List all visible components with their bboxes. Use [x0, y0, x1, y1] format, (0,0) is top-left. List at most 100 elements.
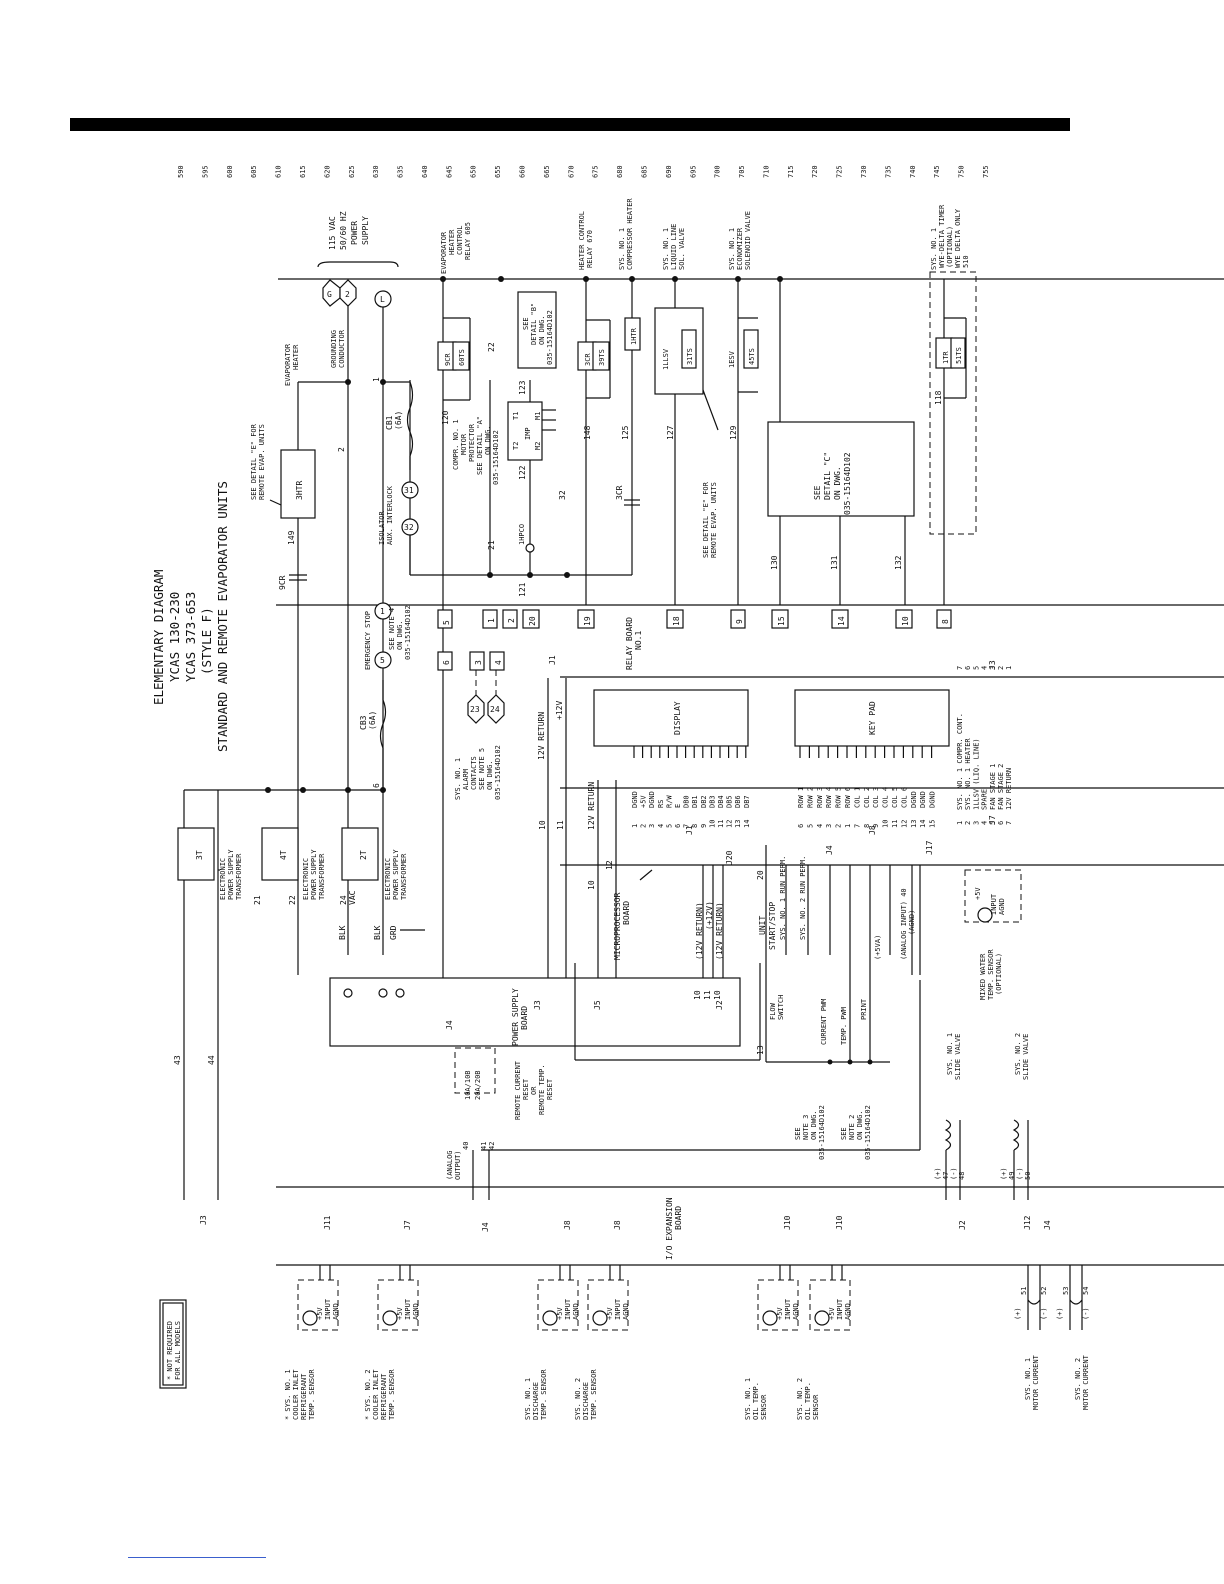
sensor-label: REFRIGERANT [300, 1373, 308, 1420]
alarm-label-6: 035-15164D102 [494, 745, 502, 800]
mc2-pin-4: 54 [1082, 1287, 1090, 1295]
transformer-4t-label-3: TRANSFORMER [318, 853, 326, 900]
sensor-pin-label: AGND [844, 1303, 852, 1320]
transformer-2t-voltage-2: VAC [348, 890, 357, 905]
display-pin-number: 10 [708, 820, 716, 828]
line-number: 590 [177, 165, 185, 178]
keypad-pin-number: 3 [825, 824, 833, 828]
transformer-4t-label-1: ELECTRONIC [302, 858, 310, 900]
cc-llsv-aux: 31TS [686, 348, 694, 365]
keypad-pin-label: COL 1 [853, 787, 861, 808]
sensor-label: SYS. NO. 2 [574, 1378, 582, 1420]
wire-44: 44 [207, 1055, 216, 1065]
relay-term-3: 3 [474, 660, 483, 665]
sv1-pin-3: (-) [950, 1167, 958, 1180]
io-board-label-1: I/O EXPANSION [665, 1197, 674, 1260]
sensor-pin-label: +5V [776, 1307, 784, 1320]
note3-2: NOTE 3 [802, 1115, 810, 1140]
alarm-terminal-23: 23 [470, 705, 480, 714]
j7-pin-label: FAN STAGE 2 [997, 764, 1005, 810]
j7-pin-label: 1LLSV (LIQ. LINE) [972, 738, 980, 810]
reset-label-1: REMOTE CURRENT [514, 1060, 522, 1120]
display-pin-label: DB4 [717, 795, 725, 808]
cc-tr-label-4: WYE DELTA ONLY [954, 208, 962, 268]
title-line-1: ELEMENTARY DIAGRAM [151, 570, 166, 705]
cc-tr-label-2: WYE-DELTA TIMER [938, 204, 946, 268]
thermistor-icon [302, 1310, 318, 1326]
grounding-conductor-1: GROUNDING [330, 330, 338, 368]
line-symbol: L [380, 295, 385, 304]
sv2-pin-3: (-) [1016, 1167, 1024, 1180]
relay-board-terminals: 5 6 1 2 20 3 4 19 18 9 15 14 10 [437, 609, 952, 671]
wire-149: 149 [287, 530, 296, 545]
cc-1htr-label-1: SYS. NO. 1 [618, 228, 626, 270]
ps-j2-return-1: (12V RETURN) [695, 902, 704, 960]
cc-esv-aux: 45TS [748, 348, 756, 365]
sensor-label: OIL TEMP. [752, 1382, 760, 1420]
mp-hpco: 1HPCO [518, 524, 526, 545]
display-pin-label: DGND [631, 791, 639, 808]
run-permissive: SYS. NO. 1 RUN PERM. SYS. NO. 2 RUN PERM… [756, 845, 891, 1160]
cc-1htr-label-2: COMPRESSOR HEATER [626, 198, 634, 270]
display-pin-label: DB7 [743, 795, 751, 808]
wire-118: 118 [934, 390, 943, 405]
mc2-label-2: MOTOR CURRENT [1082, 1354, 1090, 1410]
evap-heater-label-1: EVAPORATOR [284, 343, 292, 386]
wire-grd: GRD [389, 925, 398, 940]
keypad-pin-number: 8 [863, 824, 871, 828]
line-number: 645 [445, 165, 453, 178]
j7-connector: J7 [988, 815, 997, 825]
transformer-2t-voltage-1: 24 [339, 895, 348, 905]
keypad-title: KEY PAD [868, 701, 877, 735]
j7-pin-label: SPARE [981, 789, 989, 810]
cc-tr-label-1: SYS. NO. 1 [930, 228, 938, 270]
cc-esv-label-1: SYS. NO. 1 [728, 228, 736, 270]
line-number: 695 [689, 165, 697, 178]
relay-term-5: 5 [442, 620, 451, 625]
footnote: * NOT REQUIRED FOR ALL MODELS [159, 1299, 187, 1389]
supply-12v-return: 12V RETURN [537, 712, 546, 760]
detail-c-4: 035-15164D102 [843, 452, 852, 515]
relay-term-9: 9 [735, 619, 744, 624]
keypad-pin-label: ROW 6 [844, 787, 852, 808]
alarm-label-3: CONTACTS [470, 756, 478, 790]
j7-pin-number: 7 [1005, 821, 1013, 825]
j7-pin-number: 2 [964, 821, 972, 825]
j4-connector: J4 [825, 845, 834, 855]
j3-pin-number: 4 [981, 666, 989, 670]
ps-board-label-2: BOARD [520, 1006, 529, 1030]
power-supply-board: POWER SUPPLY BOARD J2 J3 J5 J4 [329, 977, 741, 1047]
keypad-pin-number: 11 [891, 820, 899, 828]
mc2-label-1: SYS. NO. 2 [1074, 1358, 1082, 1400]
sensor-connector: J8 [613, 1220, 622, 1230]
ps-j2-return-2: (12V RETURN) [715, 902, 724, 960]
mixed-water-label-2: TEMP. SENSOR [987, 949, 995, 1000]
wire-131: 131 [830, 555, 839, 570]
relay-term-8: 8 [941, 619, 950, 624]
sensor-pin-label: INPUT [404, 1298, 412, 1320]
alarm-label-1: SYS. NO. 1 [454, 758, 462, 800]
mixed-water-sensor: (ANALOG INPUT) 40 (AGND) (+5VA) +5V INPU… [874, 865, 1022, 1000]
wire-2: 2 [337, 447, 346, 452]
keypad-pin-label: COL 2 [863, 787, 871, 808]
sensor-label: SYS. NO. 2 [796, 1378, 804, 1420]
sensor-housing [757, 1279, 799, 1331]
sensor-pin-label: INPUT [614, 1298, 622, 1320]
sensor-connector: J10 [783, 1215, 792, 1230]
wire-132: 132 [894, 555, 903, 570]
estop-terminal-1: 1 [380, 607, 385, 616]
isolator-label-2: AUX. INTERLOCK [386, 485, 394, 545]
display-pin-number: 1 [631, 824, 639, 828]
analog-input-3: (+5VA) [874, 935, 882, 960]
neutral-symbol: 2 [345, 290, 350, 299]
title-block: ELEMENTARY DIAGRAM YCAS 130-230 YCAS 373… [151, 481, 230, 752]
wire-122: 122 [518, 465, 527, 480]
line-number: 625 [348, 165, 356, 178]
wire-12-ps: 12 [605, 860, 614, 870]
flow-switch-2: SWITCH [777, 995, 785, 1020]
micro-board-label-1: MICROPROCESSOR [613, 892, 622, 960]
detail-b-3: ON DWG. [538, 315, 546, 345]
mc2-pin-1: (+) [1056, 1307, 1064, 1320]
